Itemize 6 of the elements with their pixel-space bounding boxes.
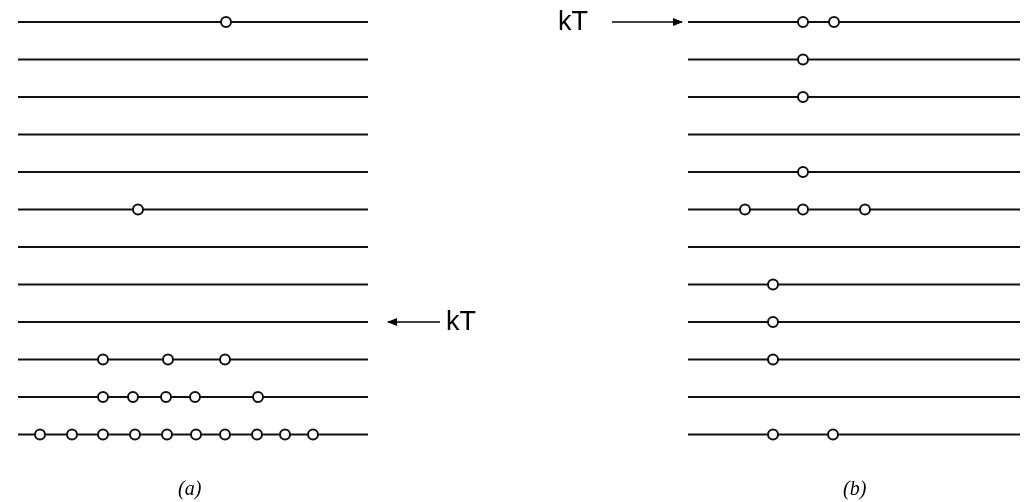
panel-caption: (a) (178, 478, 202, 498)
energy-label: kT (558, 8, 588, 35)
energy-label: kT (446, 308, 476, 335)
arrow (611, 18, 683, 26)
arrow (387, 318, 441, 326)
panel-caption: (b) (843, 478, 867, 498)
